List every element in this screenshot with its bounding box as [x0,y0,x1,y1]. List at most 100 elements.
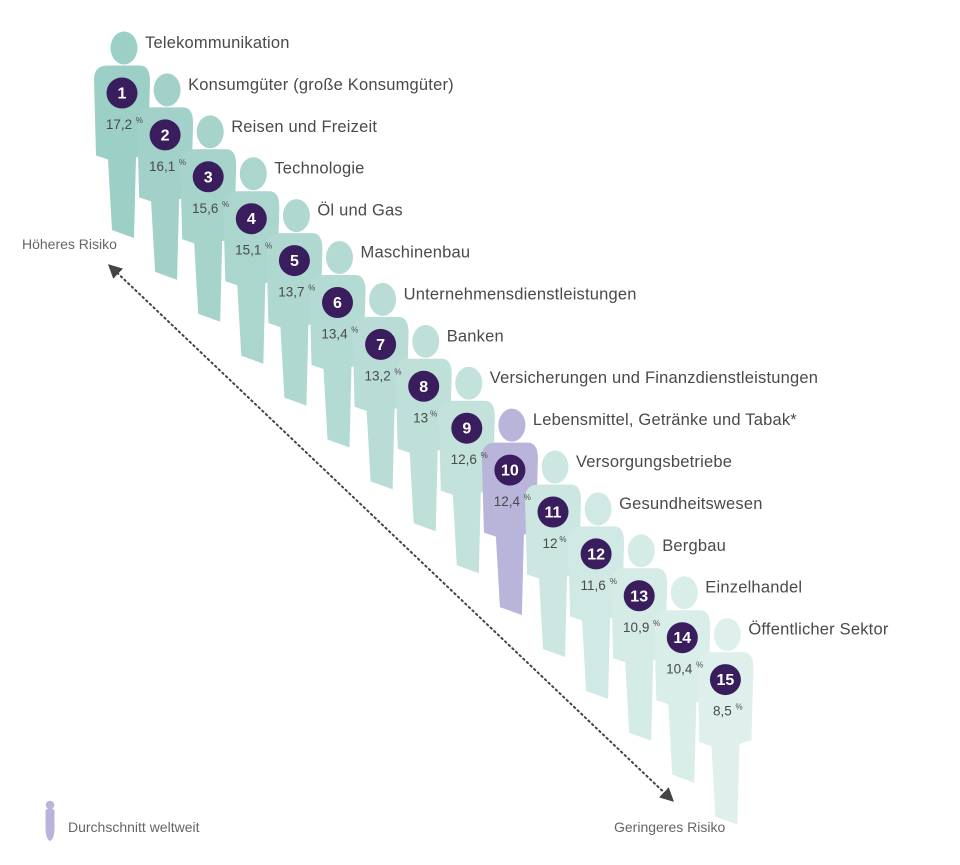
unit-label: % [559,535,566,544]
person-figure [94,31,150,238]
unit-label: % [524,493,531,502]
rank-badge: 12 [580,538,612,570]
category-label: Konsumgüter (große Konsumgüter) [188,76,454,94]
rank-number: 8 [419,379,428,396]
unit-label: % [179,158,186,167]
rank-badge-circle [709,664,741,696]
category-label: Öffentlicher Sektor [748,621,888,639]
rank-number: 14 [673,630,691,647]
value-label: 13,4 [321,327,348,342]
unit-label: % [351,326,358,335]
unit-label: % [394,367,401,376]
unit-label: % [736,703,743,712]
rank-badge: 2 [149,119,181,151]
person-figure [180,115,237,322]
rank-number: 13 [630,588,648,605]
unit-label: % [222,200,229,209]
rank-number: 7 [376,337,385,354]
rank-number: 6 [333,295,342,312]
person-head [326,241,353,274]
value-label: 13,2 [364,368,390,383]
axis-label-high: Höheres Risiko [22,236,117,252]
axis-label-low: Geringeres Risiko [614,819,725,835]
rank-number: 11 [545,505,562,522]
rank-number: 10 [501,463,519,480]
person-body [94,65,150,238]
value-label: 15,6 [192,201,218,216]
value-label: 16,1 [149,159,175,174]
rank-number: 2 [161,127,170,144]
value-label: 13 [413,410,428,425]
person-head [369,282,397,316]
person-head [670,576,698,610]
rank-number: 5 [290,253,299,270]
person-head [196,115,224,149]
person-head [412,324,440,358]
category-label: Einzelhandel [705,579,802,597]
unit-label: % [308,284,315,293]
rank-badge-circle [666,622,698,654]
person-body [180,149,237,322]
value-label: 10,9 [623,620,649,635]
person-head [584,492,612,526]
category-label: Telekommunikation [145,34,290,52]
value-label: 17,2 [106,117,132,132]
rank-number: 4 [247,211,256,228]
legend-label: Durchschnitt weltweit [68,819,200,835]
value-label: 8,5 [713,704,732,719]
category-label: Gesundheitswesen [619,495,763,513]
person-body [137,107,194,280]
category-label: Banken [447,327,504,345]
legend-person-icon [45,800,55,841]
person-head [153,73,181,107]
rank-badge-circle [235,203,267,235]
person-head [110,31,138,65]
category-label: Versorgungsbetriebe [576,453,732,471]
rank-badge: 6 [322,287,353,318]
unit-label: % [265,242,272,251]
rank-badge: 15 [709,664,741,696]
category-label: Technologie [274,160,364,178]
rank-badge: 11 [537,496,569,528]
rank-number: 15 [717,672,735,689]
unit-label: % [696,661,703,670]
person-figure [697,618,754,825]
unit-label: % [136,116,143,125]
person-head [627,534,655,568]
unit-label: % [430,409,437,418]
rank-number: 9 [462,421,471,438]
labels-layer: 1 17,2% Telekommunikation 2 16,1% Konsumgüter… [106,34,889,719]
person-head [498,408,526,442]
rank-badge: 8 [408,370,440,402]
category-label: Bergbau [662,537,726,555]
unit-label: % [481,451,488,460]
unit-label: % [610,577,617,586]
value-label: 13,7 [278,285,304,300]
rank-badge: 10 [494,454,526,486]
rank-badge: 14 [666,622,698,654]
person-body [697,652,754,825]
value-label: 12 [542,536,557,551]
category-label: Lebensmittel, Getränke und Tabak* [533,411,797,429]
value-label: 11,6 [580,578,605,593]
value-label: 12,4 [494,494,521,509]
rank-number: 12 [587,546,605,563]
rank-badge: 3 [192,161,224,193]
rank-badge-circle [106,77,138,109]
rank-badge: 5 [278,245,310,277]
unit-label: % [653,619,660,628]
rank-badge: 1 [106,77,138,109]
rank-badge-circle [149,119,181,151]
category-label: Versicherungen und Finanzdienstleistunge… [490,369,818,387]
person-head [282,199,310,233]
rank-badge-circle [192,161,224,193]
risk-diagonal-arrow [107,264,675,802]
rank-badge: 13 [623,580,655,612]
value-label: 15,1 [235,243,261,258]
rank-number: 1 [118,86,127,103]
category-label: Maschinenbau [361,244,471,262]
rank-badge: 7 [365,328,397,360]
category-label: Reisen und Freizeit [231,118,377,136]
category-label: Unternehmensdienstleistungen [404,285,637,303]
